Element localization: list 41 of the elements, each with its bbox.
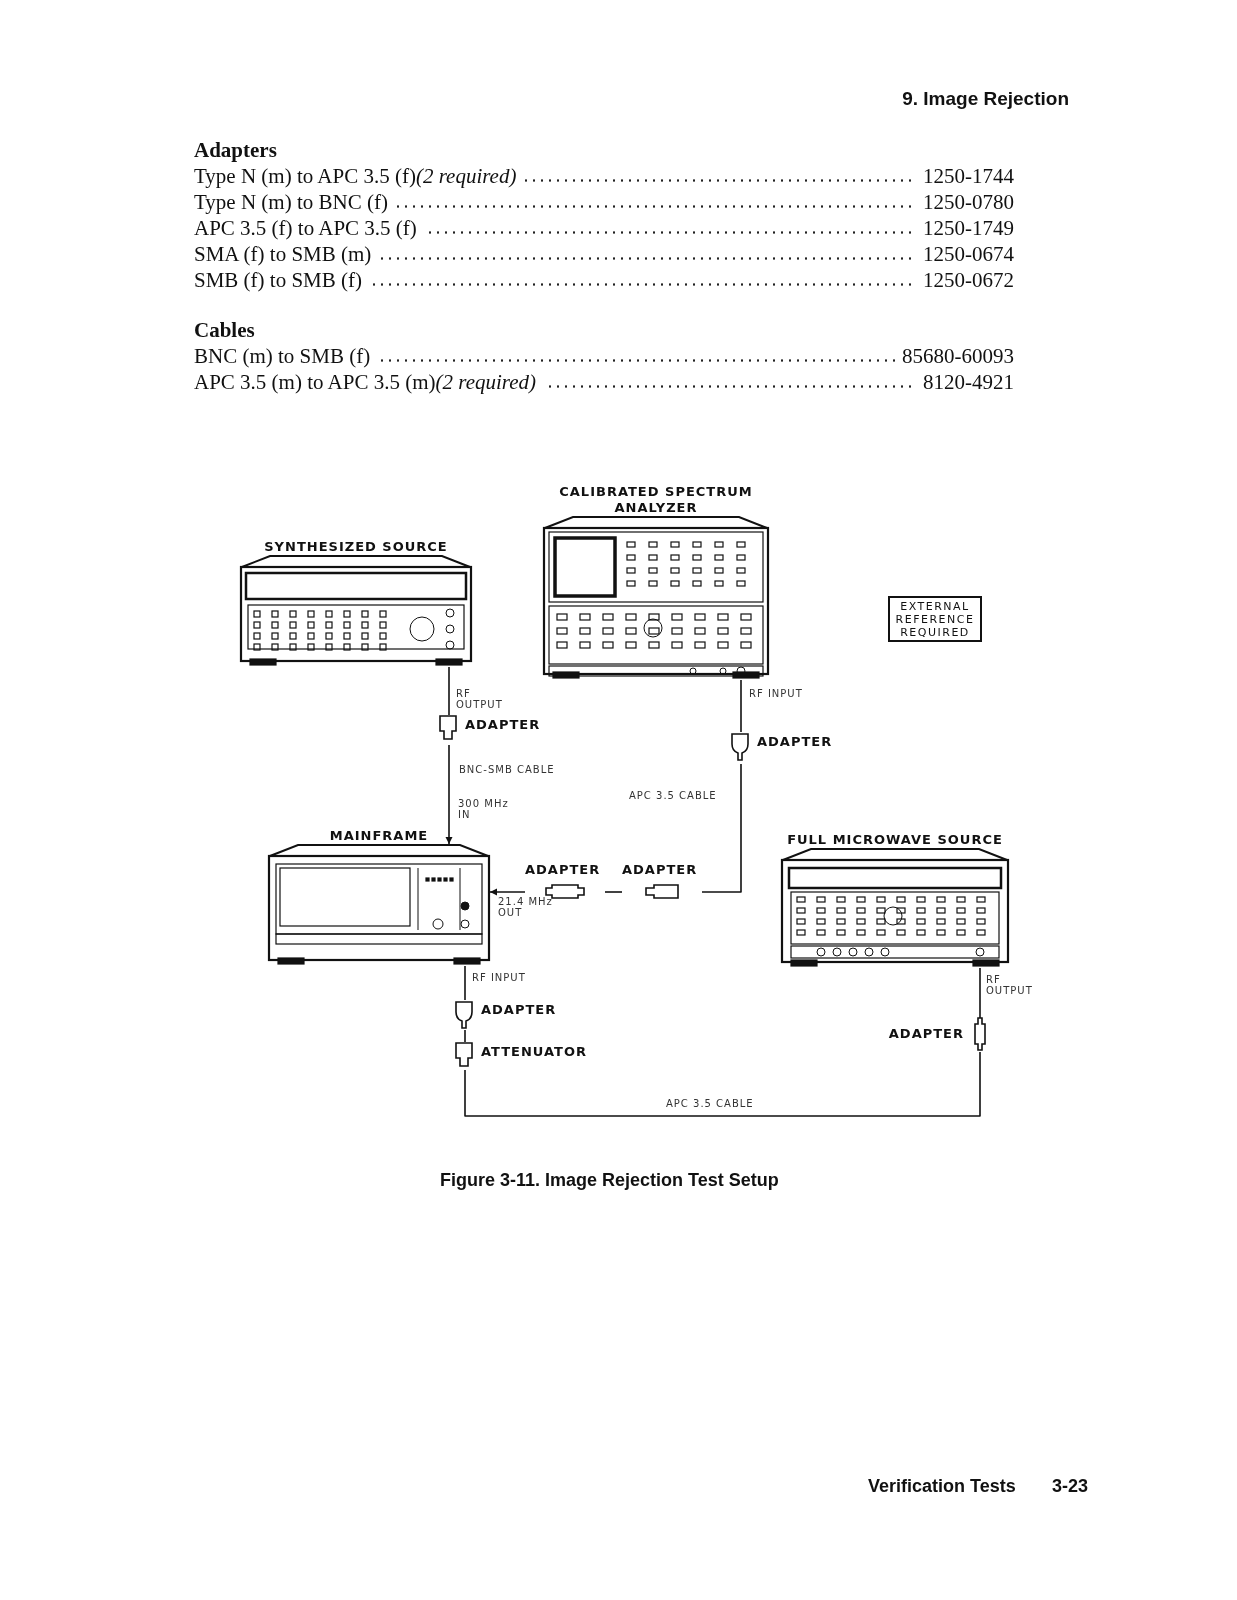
cable-line [489, 888, 526, 896]
component-label: ADAPTER [525, 862, 601, 877]
part-number: 85680-60093 [902, 344, 1014, 368]
port-label: 21.4 MHz OUT [498, 896, 554, 918]
instrument-label: FULL MICROWAVE SOURCE [786, 831, 1004, 848]
component-label: ATTENUATOR [481, 1044, 587, 1059]
cable-line [448, 666, 450, 716]
page-footer: Verification Tests [868, 1476, 1016, 1497]
section-heading: 9. Image Rejection [902, 88, 1069, 110]
port-label: RF INPUT [749, 688, 804, 699]
component-label: ADAPTER [622, 862, 698, 877]
cable-line [740, 679, 742, 733]
page-footer: 3-23 [1052, 1476, 1089, 1497]
port-label: 300 MHz IN [458, 798, 510, 820]
component-label: ADAPTER [465, 717, 541, 732]
instrument-label: MAINFRAME [328, 827, 430, 844]
part-number: 1250-1744 [923, 164, 1014, 188]
part-number: 1250-1749 [923, 216, 1014, 240]
port-label: RF OUTPUT [986, 974, 1034, 996]
cable-line [464, 1029, 466, 1043]
instrument-label: CALIBRATED SPECTRUM ANALYZER [558, 483, 754, 516]
component-label: ADAPTER [481, 1002, 557, 1017]
figure-caption: Figure 3-11. Image Rejection Test Setup [440, 1170, 779, 1191]
cable-line [701, 763, 742, 893]
instrument-label: SYNTHESIZED SOURCE [263, 538, 449, 555]
table-heading: Adapters [194, 138, 277, 162]
component-label: ADAPTER [757, 734, 833, 749]
part-number: 8120-4921 [923, 370, 1014, 394]
port-label: RF OUTPUT [456, 688, 504, 710]
part-number: 1250-0672 [923, 268, 1014, 292]
cable-line [445, 744, 453, 845]
port-label: RF INPUT [472, 972, 527, 983]
part-number: 1250-0780 [923, 190, 1014, 214]
note-box: EXTERNAL REFERENCE REQUIRED [888, 596, 982, 642]
cable-line [464, 1051, 981, 1117]
cable-line [604, 891, 623, 893]
component-label: ADAPTER [888, 1026, 964, 1041]
cable-line [464, 965, 466, 1001]
part-number: 1250-0674 [923, 242, 1014, 266]
cable-line [979, 967, 981, 1019]
table-heading: Cables [194, 318, 255, 342]
